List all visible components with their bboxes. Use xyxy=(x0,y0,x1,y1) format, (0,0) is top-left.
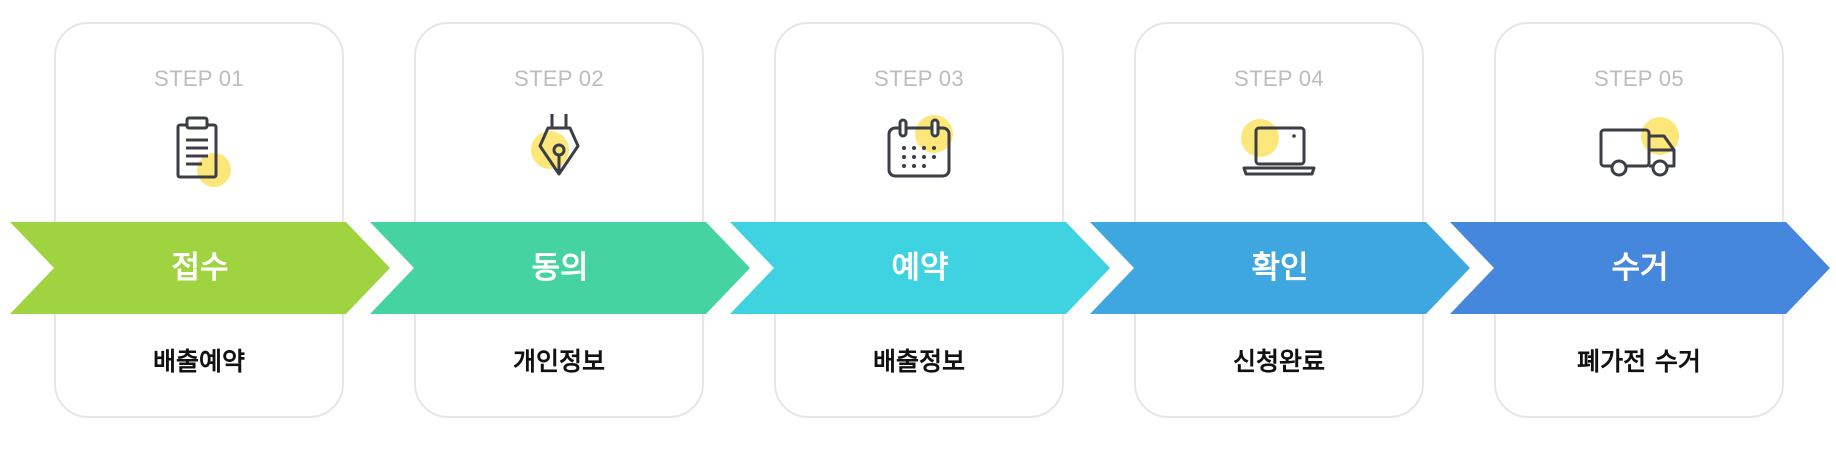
step-number-5: STEP 05 xyxy=(1594,66,1684,91)
step-card-4 xyxy=(1134,22,1424,418)
step-number-2: STEP 02 xyxy=(514,66,604,91)
laptop-icon xyxy=(1134,108,1424,198)
step-title-4: 확인 xyxy=(1251,250,1309,286)
step-desc-1: 배출예약 xyxy=(152,347,245,376)
step-title-5: 수거 xyxy=(1611,250,1669,286)
calendar-icon xyxy=(774,108,1064,198)
arrow-shape-3 xyxy=(730,222,1110,314)
arrow-shape-4 xyxy=(1090,222,1470,314)
step-arrow-3: 예약 xyxy=(730,222,1110,314)
step-number-4: STEP 04 xyxy=(1234,66,1324,91)
step-arrow-1: 접수 xyxy=(10,222,390,314)
arrow-shape-5 xyxy=(1450,222,1830,314)
step-title-1: 접수 xyxy=(171,250,229,286)
step-card-1 xyxy=(54,22,344,418)
clipboard-icon xyxy=(54,108,344,198)
step-arrow-4: 확인 xyxy=(1090,222,1470,314)
pen-nib-icon xyxy=(414,108,704,198)
step-desc-3: 배출정보 xyxy=(872,347,965,376)
step-number-1: STEP 01 xyxy=(154,66,244,91)
arrow-shape-1 xyxy=(10,222,390,314)
step-desc-5: 폐가전 수거 xyxy=(1577,347,1701,376)
step-number-3: STEP 03 xyxy=(874,66,964,91)
step-arrow-5: 수거 xyxy=(1450,222,1830,314)
step-desc-4: 신청완료 xyxy=(1232,347,1325,376)
step-arrow-2: 동의 xyxy=(370,222,750,314)
step-card-2 xyxy=(414,22,704,418)
step-card-3 xyxy=(774,22,1064,418)
arrow-shape-2 xyxy=(370,222,750,314)
truck-icon xyxy=(1494,108,1784,198)
step-card-5 xyxy=(1494,22,1784,418)
step-title-3: 예약 xyxy=(891,250,949,286)
step-title-2: 동의 xyxy=(531,250,589,286)
step-desc-2: 개인정보 xyxy=(512,347,605,376)
